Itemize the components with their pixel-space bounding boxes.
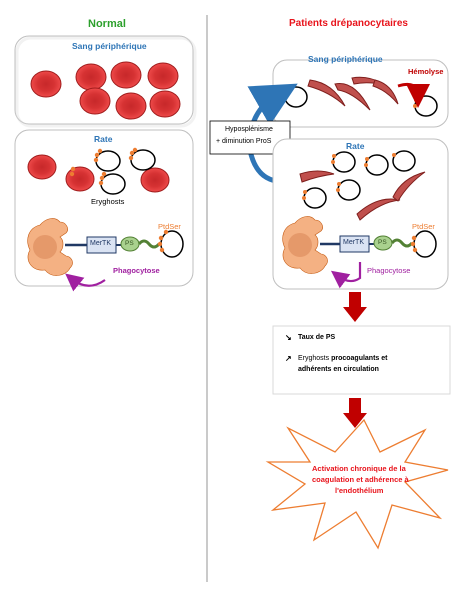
- left-blood-title: Sang périphérique: [72, 41, 147, 51]
- starburst-shape: [265, 418, 449, 550]
- eryghost-group: [95, 149, 156, 195]
- hemolysis-arrow: [397, 82, 430, 108]
- hyposplenism-line1: Hyposplénisme: [225, 126, 273, 133]
- sickle-cell: [372, 79, 399, 105]
- down-arrow: [343, 398, 367, 428]
- red-blood-cell: [140, 167, 170, 193]
- red-blood-cell-group: [30, 61, 181, 120]
- eryghosts-label: Eryghosts: [91, 197, 125, 206]
- patients-heading: Patients drépanocytaires: [289, 18, 408, 29]
- outcome-line3: l'endothélium: [335, 486, 384, 495]
- red-blood-cell: [149, 90, 181, 118]
- mertk-label: MerTK: [90, 240, 111, 247]
- decrease-arrow-icon: ↘: [285, 333, 292, 342]
- sickle-cell: [392, 171, 426, 202]
- sickle-cell: [356, 198, 401, 221]
- phagocytosis-label: Phagocytose: [113, 266, 160, 275]
- normal-heading: Normal: [88, 18, 126, 30]
- red-blood-cell: [147, 62, 179, 90]
- hyposplenism-line2: + diminution ProS: [216, 138, 272, 145]
- eryghost: [160, 230, 184, 258]
- right-spleen-title: Rate: [346, 141, 365, 151]
- sickle-cell: [299, 170, 335, 183]
- ps-label: PS: [378, 239, 387, 246]
- red-blood-cell: [75, 63, 107, 91]
- left-spleen-title: Rate: [94, 134, 113, 144]
- mertk-label: MerTK: [343, 239, 364, 246]
- nucleus: [288, 233, 312, 257]
- eryghosts-text: Eryghosts procoagulants et: [298, 355, 387, 362]
- eryghost: [392, 150, 416, 172]
- consequence-box: [272, 325, 451, 395]
- macrophage: [27, 218, 73, 276]
- eryghost: [332, 151, 356, 173]
- red-blood-cell: [115, 92, 147, 120]
- sickle-cell-group: [307, 76, 399, 111]
- circulation-text: adhérents en circulation: [298, 366, 379, 373]
- nucleus: [33, 235, 57, 259]
- eryghosts-prefix: Eryghosts: [298, 355, 332, 362]
- eryghost: [365, 154, 389, 176]
- phagocytosis-arrow: [65, 273, 106, 292]
- eryghost: [337, 179, 361, 201]
- eryghost: [130, 149, 156, 171]
- eryghost: [414, 95, 438, 117]
- hemolysis-label: Hémolyse: [408, 67, 444, 76]
- eryghost: [100, 173, 126, 195]
- increase-arrow-icon: ↗: [285, 354, 292, 363]
- eryghost: [284, 86, 308, 108]
- outcome-line2: coagulation et adhérence à: [312, 475, 409, 484]
- eryghost: [413, 230, 437, 258]
- sickle-cell: [334, 83, 371, 111]
- right-blood-title: Sang périphérique: [308, 54, 383, 64]
- ps-label: PS: [125, 240, 134, 247]
- macrophage: [282, 216, 328, 274]
- ptdser-label: PtdSer: [158, 222, 181, 231]
- phagocytosis-arrow: [330, 262, 362, 289]
- ps-level-text: Taux de PS: [298, 334, 336, 341]
- eryghost: [303, 187, 327, 209]
- procoagulant-text: procoagulants et: [331, 355, 388, 362]
- down-arrow: [343, 292, 367, 322]
- ptdser-label: PtdSer: [412, 222, 435, 231]
- eryghost: [95, 150, 121, 172]
- sickle-cell: [307, 79, 346, 107]
- red-blood-cell: [65, 166, 95, 192]
- red-blood-cell: [110, 61, 142, 89]
- ptdser-dots: [69, 147, 138, 186]
- red-blood-cell: [79, 87, 111, 115]
- phagocytosis-label: Phagocytose: [367, 266, 411, 275]
- outcome-line1: Activation chronique de la: [312, 464, 406, 473]
- red-blood-cell: [27, 154, 57, 180]
- red-blood-cell: [30, 70, 62, 98]
